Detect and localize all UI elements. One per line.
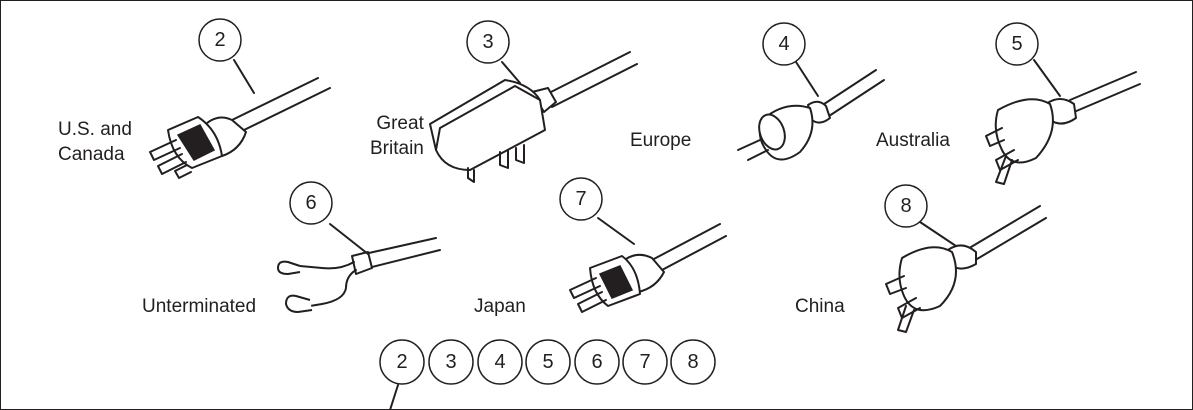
callout-leader-5 <box>1033 59 1061 97</box>
great-britain-plug <box>429 51 638 183</box>
callout-leader-4 <box>795 61 819 97</box>
label-us-canada: U.S. and Canada <box>58 117 132 167</box>
label-europe: Europe <box>630 130 692 151</box>
bottom-callout-7: 7 <box>639 351 650 373</box>
label-us-canada-line2: Canada <box>58 144 125 165</box>
callout-8: 8 <box>884 184 928 228</box>
bottom-callout-3: 3 <box>445 351 456 373</box>
callout-4: 4 <box>762 22 806 66</box>
bottom-callout-row: 2 3 4 5 6 7 8 <box>379 339 716 385</box>
japan-plug <box>569 223 727 313</box>
us-canada-plug <box>149 77 331 179</box>
callout-number-7: 7 <box>575 188 586 210</box>
callout-number-5: 5 <box>1011 33 1022 55</box>
label-japan: Japan <box>474 296 526 317</box>
callout-leader-6 <box>329 223 369 255</box>
bottom-callout-2: 2 <box>396 351 407 373</box>
callout-3: 3 <box>466 20 510 64</box>
label-us-canada-line1: U.S. and <box>58 119 132 140</box>
label-great-britain-line1: Great <box>376 113 424 134</box>
bottom-callout-leader <box>389 384 399 410</box>
callout-6: 6 <box>289 181 333 225</box>
unterminated-cord <box>277 237 441 313</box>
callout-number-8: 8 <box>900 195 911 217</box>
callout-number-6: 6 <box>305 192 316 214</box>
callout-2: 2 <box>198 18 242 62</box>
callout-number-2: 2 <box>214 29 225 51</box>
label-great-britain-line2: Britain <box>370 138 424 159</box>
callout-number-4: 4 <box>778 33 789 55</box>
australia-plug <box>985 71 1141 185</box>
bottom-callout-8: 8 <box>687 351 698 373</box>
label-china: China <box>795 296 845 317</box>
callout-leader-7 <box>597 217 635 245</box>
callout-leader-8 <box>919 221 957 247</box>
callout-leader-2 <box>233 59 255 94</box>
bottom-callout-4: 4 <box>494 351 505 373</box>
label-australia: Australia <box>876 130 950 151</box>
bottom-callout-6: 6 <box>591 351 602 373</box>
bottom-callout-5: 5 <box>542 351 553 373</box>
callout-7: 7 <box>559 177 603 221</box>
callout-5: 5 <box>995 22 1039 66</box>
china-plug <box>885 205 1047 333</box>
callout-number-3: 3 <box>482 31 493 53</box>
label-great-britain: Great Britain <box>370 111 424 161</box>
callout-leader-3 <box>501 61 521 84</box>
europe-plug <box>737 69 885 161</box>
label-unterminated: Unterminated <box>142 296 257 317</box>
